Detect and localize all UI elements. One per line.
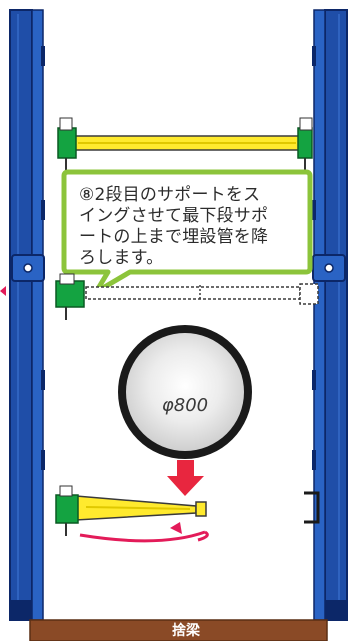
swing-arrow [79,522,209,543]
callout-line: イングさせて最下段サポ [79,206,269,226]
callout-line: ⑧2段目のサポートをス [79,185,261,205]
callout-line: ろします。 [79,248,164,268]
right-wall [312,9,348,621]
bottom-beam-label: 捨梁 [172,623,200,639]
middle-support-ghost [0,273,319,320]
buried-pipe [118,325,252,459]
left-wall [9,9,45,621]
bottom-beam [29,619,328,641]
callout-bubble [61,169,313,295]
pipe-diameter-label: φ800 [161,395,209,416]
callout-text: ⑧2段目のサポートをス イングさせて最下段サポ ートの上まで埋設管を降 ろします… [67,178,307,271]
upper-support-strut [57,117,313,170]
lower-support-swung [55,485,320,536]
callout-line: ートの上まで埋設管を降 [79,227,269,247]
lower-arrow [167,460,204,496]
